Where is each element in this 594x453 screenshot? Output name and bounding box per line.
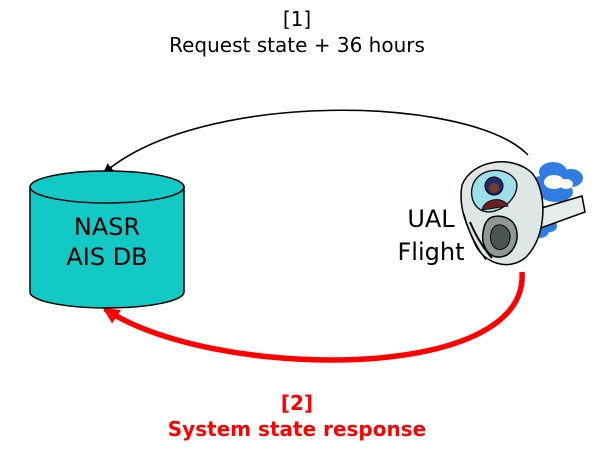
flight-label-line1: UAL bbox=[407, 205, 455, 233]
database-cylinder-icon bbox=[29, 170, 185, 309]
response-label: [2] System state response bbox=[0, 390, 594, 442]
request-step-number: [1] bbox=[282, 7, 312, 31]
flight-label-line2: Flight bbox=[397, 238, 465, 266]
database-label-line1: NASR bbox=[73, 213, 141, 241]
database-label-line2: AIS DB bbox=[66, 243, 148, 271]
airplane-icon bbox=[460, 161, 586, 266]
request-arrow bbox=[102, 109, 529, 175]
flight-label: UAL Flight bbox=[386, 203, 476, 269]
response-arrow bbox=[102, 271, 525, 363]
response-description: System state response bbox=[167, 417, 427, 441]
request-label: [1] Request state + 36 hours bbox=[0, 6, 594, 58]
database-label: NASR AIS DB bbox=[30, 212, 184, 272]
request-description: Request state + 36 hours bbox=[169, 33, 425, 57]
response-step-number: [2] bbox=[280, 391, 314, 415]
